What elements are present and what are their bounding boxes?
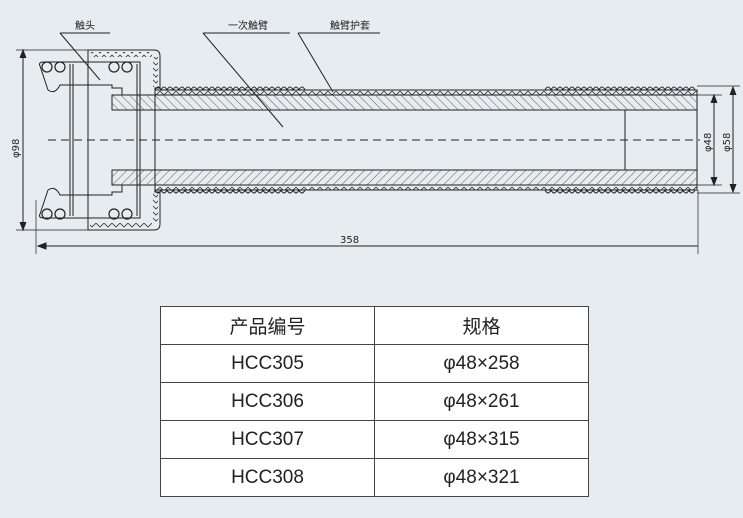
- product-code: HCC305: [160, 344, 375, 383]
- technical-drawing: 触头 一次触臂 触臂护套 358 φ98 φ48 φ58: [11, 19, 740, 254]
- dim-sleeve-diameter: φ58: [722, 133, 733, 152]
- product-code: HCC307: [160, 420, 375, 459]
- table-header: 产品编号 规格: [160, 306, 589, 345]
- contact-finger-bottom: [39, 184, 141, 219]
- product-code: HCC306: [160, 382, 375, 421]
- contact-housing: [87, 49, 161, 231]
- contact-finger-top: [39, 61, 141, 96]
- spec: φ48×258: [374, 344, 589, 383]
- label-contact: 触头: [75, 19, 95, 32]
- dim-outer-diameter: φ98: [11, 139, 22, 158]
- header-spec: 规格: [374, 306, 589, 345]
- spec: φ48×321: [374, 458, 589, 497]
- dim-inner-diameter: φ48: [703, 133, 714, 152]
- label-primary-arm: 一次触臂: [228, 19, 268, 32]
- spring-rings: [41, 61, 133, 220]
- spec: φ48×315: [374, 420, 589, 459]
- product-code: HCC308: [160, 458, 375, 497]
- spec: φ48×261: [374, 382, 589, 421]
- sleeve-corrugation: [154, 86, 696, 92]
- header-product-code: 产品编号: [160, 306, 375, 345]
- dim-length: 358: [340, 235, 359, 246]
- label-arm-sleeve: 触臂护套: [330, 19, 370, 32]
